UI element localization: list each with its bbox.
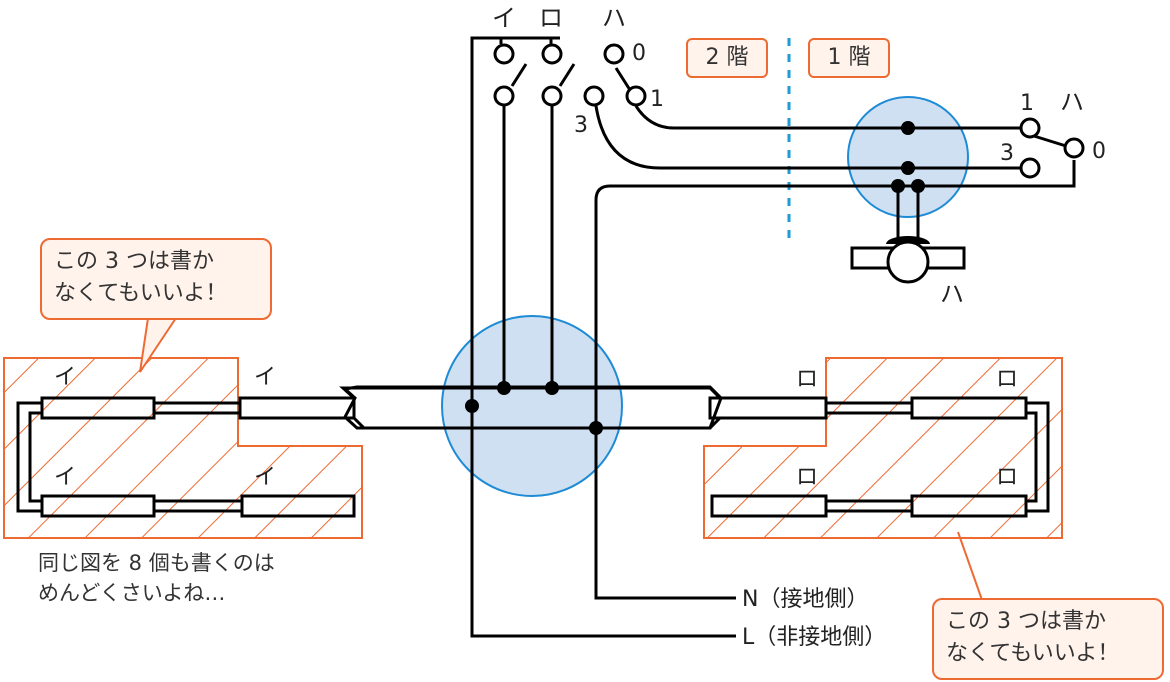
callout-left: この 3 つは書か なくてもいいよ！ xyxy=(40,238,272,320)
wire-switch-ha-3 xyxy=(594,105,1020,170)
switch-lever-upper xyxy=(1033,134,1067,148)
callout-left-pointer xyxy=(139,317,177,373)
fixture-label-ro: ロ xyxy=(996,367,1018,392)
terminal-i-bottom xyxy=(493,85,515,107)
wire-label-live: L（非接地側） xyxy=(742,625,886,650)
note-line2: めんどくさいよね… xyxy=(38,581,226,605)
fixture-right-loop xyxy=(1026,401,1050,513)
hatched-area-right xyxy=(703,357,1063,539)
fixture-label-i: イ xyxy=(54,365,76,390)
terminal-label-1: 1 xyxy=(650,87,664,112)
switch-label-ha: ハ xyxy=(602,4,626,32)
callout-right-line1: この 3 つは書か xyxy=(946,609,1106,634)
fixture-left-loop xyxy=(16,401,42,513)
switch-lever-ro xyxy=(558,63,576,87)
joint-dot xyxy=(497,381,511,395)
fixture-left-top-2 xyxy=(152,401,242,415)
terminal-upper-0 xyxy=(1063,137,1085,159)
wire-lamp xyxy=(896,188,920,244)
joint-dot xyxy=(891,179,905,193)
hatched-area-left xyxy=(3,357,363,539)
fixture-label-ro: ロ xyxy=(796,367,818,392)
floor-tag-second: 2 階 xyxy=(686,38,768,78)
lamp-label: ハ xyxy=(940,280,964,308)
upper-switch-label-ha: ハ xyxy=(1060,88,1084,116)
junction-box-main xyxy=(441,315,623,497)
terminal-ro-top xyxy=(541,43,563,65)
joint-dot xyxy=(911,179,925,193)
terminal-label-3: 3 xyxy=(574,113,588,138)
fixture-label-ro: ロ xyxy=(796,465,818,490)
lamp-bulb xyxy=(886,240,930,284)
lamp-cap xyxy=(886,236,930,244)
floor-tag-first: 1 階 xyxy=(808,38,890,78)
joint-dot xyxy=(589,421,603,435)
joint-dot xyxy=(901,121,915,135)
wire-label-neutral: N（接地側） xyxy=(742,587,868,612)
wire-neutral xyxy=(594,160,1076,600)
callout-right-line2: なくてもいいよ！ xyxy=(946,641,1120,666)
fixture-right-top-2 xyxy=(824,401,914,415)
callout-right-pointer xyxy=(957,531,996,601)
joint-dot xyxy=(901,161,915,175)
wire-switch-ha-1 xyxy=(634,105,1020,130)
junction-box-upper xyxy=(847,96,969,218)
terminal-ha-1 xyxy=(625,85,647,107)
switch-label-ro: ロ xyxy=(539,4,563,32)
switch-lever-ha xyxy=(614,67,632,91)
note-line1: 同じ図を 8 個も書くのは xyxy=(38,551,275,575)
callout-left-line1: この 3 つは書か xyxy=(54,249,214,274)
joint-dot xyxy=(545,381,559,395)
terminal-upper-3 xyxy=(1019,157,1041,179)
cable-stub-left xyxy=(238,396,356,420)
fixture-right-bottom-3 xyxy=(910,494,1028,518)
fixture-label-i: イ xyxy=(254,365,276,390)
fixture-label-i: イ xyxy=(54,465,76,490)
terminal-ro-bottom xyxy=(541,85,563,107)
fixture-left-bottom-3 xyxy=(240,494,356,518)
callout-right: この 3 つは書か なくてもいいよ！ xyxy=(932,598,1164,680)
upper-terminal-label-3: 3 xyxy=(1000,141,1014,166)
upper-terminal-label-1: 1 xyxy=(1020,91,1034,116)
terminal-upper-1 xyxy=(1019,117,1041,139)
joint-dot xyxy=(465,399,479,413)
terminal-ha-0 xyxy=(603,43,625,65)
fixture-label-ro: ロ xyxy=(996,465,1018,490)
wire-live xyxy=(470,36,736,638)
terminal-i-top xyxy=(493,43,515,65)
upper-terminal-label-0: 0 xyxy=(1092,139,1106,164)
terminal-ha-3 xyxy=(583,85,605,107)
terminal-label-0: 0 xyxy=(632,41,646,66)
switch-label-i: イ xyxy=(492,4,516,32)
note-text: 同じ図を 8 個も書くのは めんどくさいよね… xyxy=(38,548,275,608)
cable-stub-right xyxy=(708,396,828,420)
fixture-label-i: イ xyxy=(254,465,276,490)
switch-lever-i xyxy=(510,63,528,87)
callout-left-line2: なくてもいいよ！ xyxy=(54,281,228,306)
